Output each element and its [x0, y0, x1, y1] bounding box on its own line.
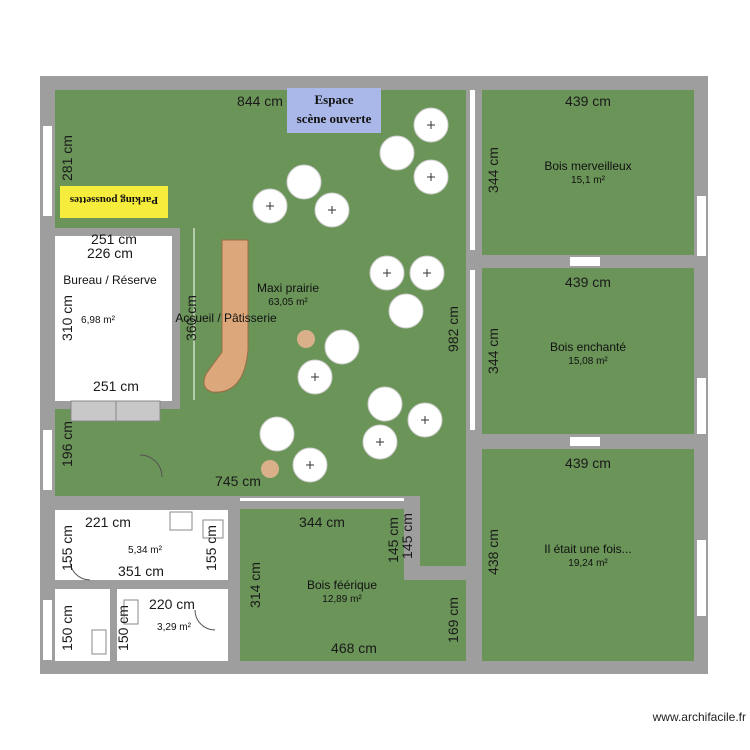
notch-wall-2	[404, 566, 466, 580]
wc-vertical	[110, 589, 117, 661]
dim-label: 310 cm	[59, 295, 75, 341]
dim-label: 438 cm	[485, 529, 501, 575]
dim-label: 468 cm	[331, 640, 377, 656]
window-right	[697, 196, 706, 256]
room-accueil-name: Accueil / Pâtisserie	[175, 311, 277, 325]
stool	[261, 460, 279, 478]
notch-wall	[404, 496, 420, 572]
table	[286, 164, 322, 200]
dim-label: 439 cm	[565, 455, 611, 471]
room-bois-merveilleux-name: Bois merveilleux	[544, 159, 631, 173]
window-bottom	[43, 600, 52, 660]
table	[367, 386, 403, 422]
room-maxi-prairie-area: 63,05 m²	[268, 297, 308, 308]
sink	[169, 511, 193, 531]
room-bois-enchante-area: 15,08 m²	[568, 356, 608, 367]
bench	[70, 400, 117, 422]
window-right-2	[697, 378, 706, 434]
bureau-right-wall	[172, 228, 180, 409]
bureau-left-wall	[40, 228, 180, 236]
dim-label: 439 cm	[565, 274, 611, 290]
toilet	[202, 519, 224, 539]
dim-label: 344 cm	[485, 328, 501, 374]
espace-line2: scène ouverte	[297, 111, 372, 126]
dim-label: 982 cm	[445, 306, 461, 352]
dim-label: 145 cm	[399, 513, 415, 559]
toilet	[91, 629, 107, 655]
room-wc1-area: 5,34 m²	[128, 545, 163, 556]
room-bois-feerique-area: 12,89 m²	[322, 594, 362, 605]
bois-merveilleux-floor	[482, 90, 694, 255]
dim-label: 439 cm	[565, 93, 611, 109]
vertical-divider-line-2	[470, 270, 475, 430]
window-left	[43, 126, 52, 216]
room-il-etait-area: 19,24 m²	[568, 558, 608, 569]
dim-label: 281 cm	[59, 135, 75, 181]
dim-label: 745 cm	[215, 473, 261, 489]
room-bureau-area: 6,98 m²	[81, 315, 116, 326]
dim-label: 314 cm	[247, 562, 263, 608]
notch-floor	[420, 496, 466, 566]
h-divider-white-2	[570, 437, 600, 446]
dim-label: 169 cm	[445, 597, 461, 643]
door-arc	[139, 454, 163, 478]
room-bois-merveilleux-area: 15,1 m²	[571, 175, 606, 186]
room-maxi-prairie-name: Maxi prairie	[257, 281, 319, 295]
room-bureau-name: Bureau / Réserve	[63, 273, 157, 287]
wc-divider	[55, 580, 228, 589]
vertical-divider-line	[470, 90, 475, 250]
dim-label: 155 cm	[59, 525, 75, 571]
h-divider-white	[570, 257, 600, 266]
wc-right-wall	[228, 496, 240, 661]
room-bois-enchante-name: Bois enchanté	[550, 340, 626, 354]
dim-label: 251 cm	[91, 231, 137, 247]
parking-poussettes	[60, 186, 168, 218]
door-arc	[69, 559, 91, 581]
chair-marks	[266, 121, 435, 469]
window-right-3	[697, 540, 706, 616]
espace-scene	[287, 88, 381, 133]
bois-enchante-floor	[482, 268, 694, 434]
dim-label: 150 cm	[59, 605, 75, 651]
dim-label: 221 cm	[85, 514, 131, 530]
dim-label: 351 cm	[118, 563, 164, 579]
dim-label: 344 cm	[485, 147, 501, 193]
dim-label: 220 cm	[149, 596, 195, 612]
tables	[252, 107, 449, 483]
bureau-floor	[55, 236, 172, 401]
dim-label: 145 cm	[385, 517, 401, 563]
window-left-2	[43, 430, 52, 490]
stool	[297, 330, 315, 348]
bench	[115, 400, 161, 422]
dim-label: 844 cm	[237, 93, 283, 109]
toilet	[123, 599, 139, 625]
dim-label: 360 cm	[183, 295, 199, 341]
room-wc2-area: 3,29 m²	[157, 622, 192, 633]
il-etait-floor	[482, 449, 694, 661]
table	[259, 416, 295, 452]
dim-label: 155 cm	[203, 525, 219, 571]
dim-label: 344 cm	[299, 514, 345, 530]
table	[388, 293, 424, 329]
accueil-counter	[203, 239, 249, 393]
dim-label: 150 cm	[115, 605, 131, 651]
watermark[interactable]: www.archifacile.fr	[652, 710, 746, 724]
parking-label: Parking poussettes	[69, 194, 158, 206]
room-il-etait-name: Il était une fois...	[544, 542, 631, 556]
dim-label: 196 cm	[59, 421, 75, 467]
door-arc	[194, 609, 216, 631]
table	[379, 135, 415, 171]
espace-line1: Espace	[315, 92, 354, 107]
dim-label: 226 cm	[87, 245, 133, 261]
table	[324, 329, 360, 365]
chair-mark	[266, 121, 435, 469]
dim-label: 251 cm	[93, 378, 139, 394]
wall-white-strip	[240, 498, 404, 501]
room-bois-feerique-name: Bois féérique	[307, 578, 377, 592]
